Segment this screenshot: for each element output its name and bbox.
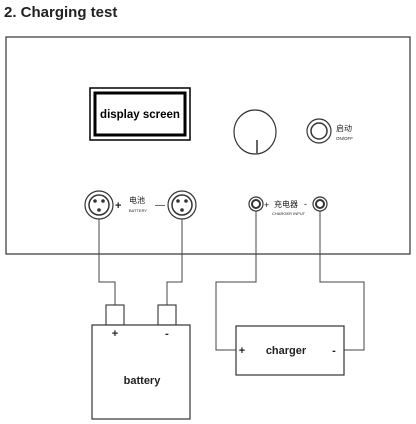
battery (91, 304, 191, 420)
battery-body (91, 324, 191, 420)
battery-minus-sign: - (165, 328, 169, 340)
display-screen-label: display screen (100, 109, 180, 121)
charger-port-minus: - (304, 199, 307, 209)
battery-port-plus: + (115, 200, 121, 212)
section-heading: 2. Charging test (4, 4, 117, 21)
charger-plus-sign: + (239, 345, 245, 357)
battery-minus-connector-icon[interactable] (167, 190, 197, 220)
charger-port-plus: + (264, 200, 269, 210)
battery-port-label-cn: 电池 (129, 195, 145, 205)
battery-port-label-en: BATTERY (129, 208, 147, 213)
battery-positive-terminal (105, 304, 125, 326)
power-switch[interactable] (306, 118, 332, 144)
battery-negative-wire (166, 219, 183, 305)
battery-positive-wire (98, 219, 116, 305)
switch-label-en: ON/OFF (336, 136, 353, 141)
charger-negative-wire (319, 211, 365, 351)
charger-positive-wire (215, 211, 257, 351)
knob-icon[interactable] (233, 109, 277, 155)
device-panel (5, 36, 411, 255)
charger-plus-terminal-icon[interactable] (248, 196, 264, 212)
charger-label: charger (266, 345, 307, 357)
battery-port-minus: — (155, 200, 165, 211)
charger-box (235, 325, 345, 376)
charger-port-label-cn: 充电器 (274, 199, 298, 209)
display-screen: display screen (89, 87, 191, 141)
battery-plus-connector-icon[interactable] (84, 190, 114, 220)
battery-label: battery (124, 375, 162, 387)
switch-label-cn: 启动 (336, 123, 352, 133)
battery-plus-sign: + (112, 328, 118, 340)
charger-minus-sign: - (332, 345, 336, 357)
wires (98, 211, 365, 351)
charger-port-label-en: CHARGER INPUT (272, 211, 306, 216)
battery-negative-terminal (157, 304, 177, 326)
charger-minus-terminal-icon[interactable] (312, 196, 328, 212)
